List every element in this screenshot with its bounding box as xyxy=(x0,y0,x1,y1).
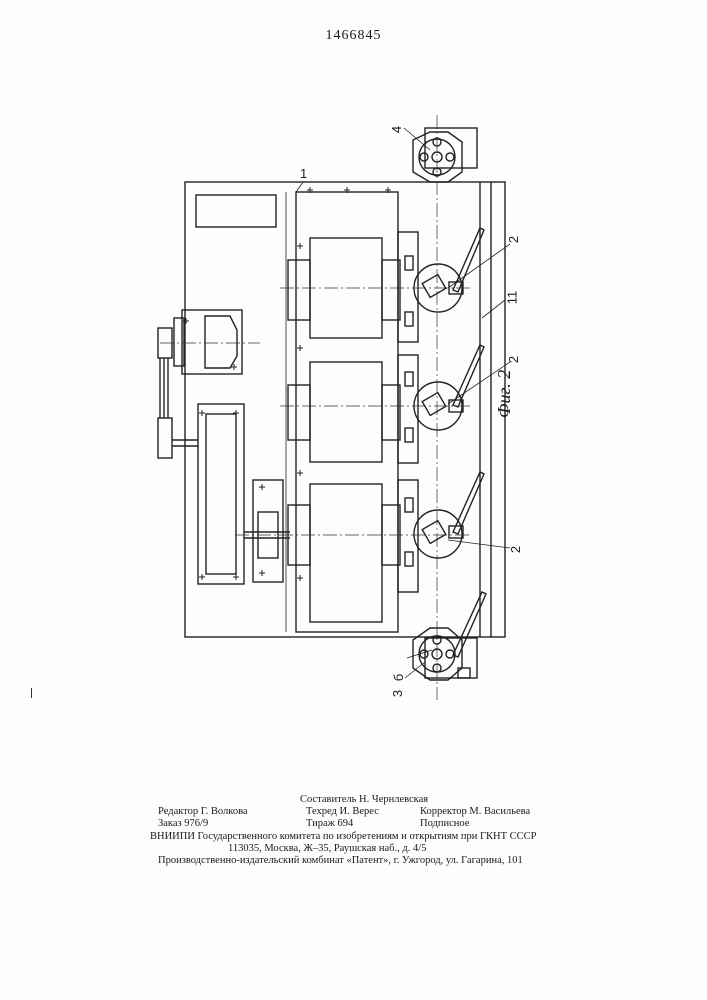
label-2-middle: 2 xyxy=(506,356,521,363)
publisher: Производственно-издательский комбинат «П… xyxy=(158,855,523,867)
margin-mark xyxy=(31,688,32,698)
address: 113035, Москва, Ж–35, Раушская наб., д. … xyxy=(228,843,426,855)
roll-stand-2 xyxy=(288,385,310,440)
pulley-bottom xyxy=(158,418,172,458)
reducer xyxy=(198,404,244,584)
label-4: 4 xyxy=(389,126,404,133)
compiler: Составитель Н. Чернлевская xyxy=(300,794,428,806)
machine-frame xyxy=(185,182,505,637)
corrector: Корректор М. Васильева xyxy=(420,806,530,818)
motor xyxy=(182,310,242,374)
techred: Техред И. Верес xyxy=(306,806,379,818)
control-box xyxy=(196,195,276,227)
figure-label: Фиг. 2 xyxy=(494,370,515,418)
label-6: б xyxy=(391,674,406,681)
roll-stand-1 xyxy=(288,260,310,320)
bending-roll-3 xyxy=(414,510,462,558)
editor: Редактор Г. Волкова xyxy=(158,806,248,818)
circulation: Тираж 694 xyxy=(306,818,353,830)
housing-1 xyxy=(296,192,398,632)
label-1: 1 xyxy=(300,166,307,181)
imprint-block: Составитель Н. Чернлевская Редактор Г. В… xyxy=(158,794,598,867)
label-2-top: 2 xyxy=(506,236,521,243)
order: Заказ 976/9 xyxy=(158,818,208,830)
label-3: 3 xyxy=(390,690,405,697)
label-2-bottom: 2 xyxy=(508,546,523,553)
label-11: 11 xyxy=(504,291,519,305)
organization: ВНИИПИ Государственного комитета по изоб… xyxy=(150,831,537,843)
subscription: Подписное xyxy=(420,818,469,830)
